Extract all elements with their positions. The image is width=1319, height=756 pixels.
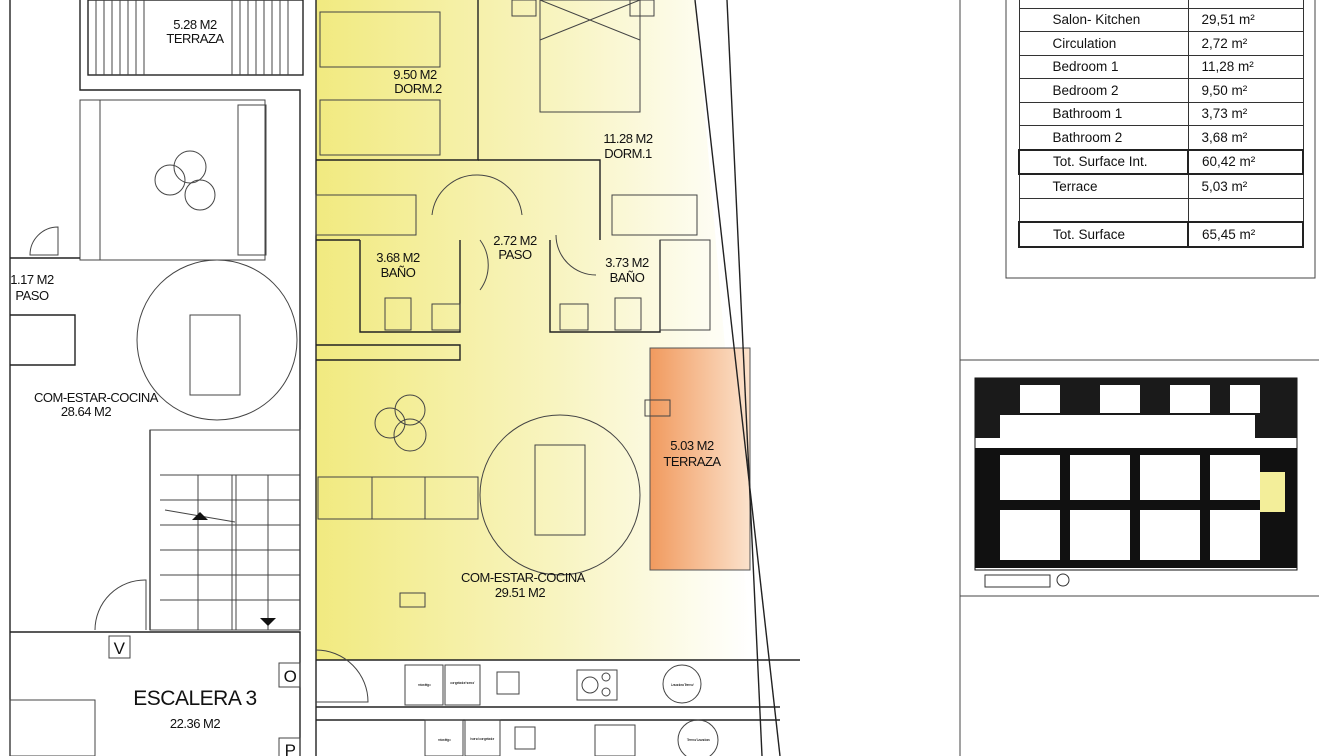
row-value: 11,28 m² <box>1187 54 1304 79</box>
key-plan-thumbnail <box>974 377 1298 588</box>
row-value: 9,50 m² <box>1187 78 1304 103</box>
row-value: 65,45 m² <box>1187 221 1304 248</box>
row-value: 2,72 m² <box>1187 31 1304 56</box>
dorm2-area: 9.50 M2 <box>393 67 437 82</box>
table-row <box>1018 0 1304 9</box>
freezer-oven-label: congelador horno/ <box>450 680 475 685</box>
table-row <box>1018 197 1304 223</box>
row-name: Bedroom 1 <box>1018 54 1189 79</box>
appliance-labels: microfrigo congelador horno/ Lavadora Te… <box>418 680 711 742</box>
com-main-name: COM-ESTAR-COCINA <box>461 570 586 585</box>
room-labels: 5.28 M2 TERRAZA 9.50 M2 DORM.2 11.28 M2 … <box>10 17 722 731</box>
row-value: 3,68 m² <box>1187 125 1304 150</box>
marker-v: V <box>114 639 126 658</box>
row-value <box>1187 197 1304 223</box>
terraza-top-area: 5.28 M2 <box>173 17 217 32</box>
escalera-area: 22.36 M2 <box>170 716 220 731</box>
com-main-area: 29.51 M2 <box>495 585 545 600</box>
terraza-right-area: 5.03 M2 <box>670 438 714 453</box>
escalera-name: ESCALERA 3 <box>133 687 256 710</box>
com-left-name: COM-ESTAR-COCINA <box>34 390 159 405</box>
bano2-name: BAÑO <box>381 265 416 280</box>
oven-freezer-label: horno/ congelador <box>470 736 495 741</box>
marker-o: O <box>284 667 297 686</box>
marker-p: P <box>285 741 296 756</box>
total-interior-row: Tot. Surface Int.60,42 m² <box>1018 148 1304 175</box>
dorm2-name: DORM.2 <box>394 81 442 96</box>
terrace-fill <box>649 347 751 571</box>
dryer-label: Termo/ Lavadora <box>687 737 711 742</box>
row-value: 5,03 m² <box>1187 173 1304 199</box>
row-name: Bathroom 2 <box>1018 125 1189 150</box>
terraza-top-name: TERRAZA <box>166 31 224 46</box>
paso-left-name: PASO <box>15 288 49 303</box>
terraza-right-name: TERRAZA <box>663 454 721 469</box>
row-name: Bedroom 2 <box>1018 78 1189 103</box>
paso-area: 2.72 M2 <box>493 233 537 248</box>
paso-left-area: 1.17 M2 <box>10 272 54 287</box>
row-value: 3,73 m² <box>1187 101 1304 126</box>
washer-label: Lavadora Termo/ <box>671 682 695 687</box>
dorm1-name: DORM.1 <box>604 146 652 161</box>
main-unit-walls <box>315 0 800 756</box>
row-name <box>1018 0 1189 9</box>
row-name: Terrace <box>1018 173 1189 199</box>
microwave-label-2: microfrigo <box>438 737 452 742</box>
markers: V O P <box>108 635 301 756</box>
dorm1-area: 11.28 M2 <box>603 131 653 146</box>
row-name: Tot. Surface Int. <box>1018 148 1189 175</box>
row-name: Salon- Kitchen <box>1018 7 1189 32</box>
paso-name: PASO <box>498 247 532 262</box>
row-value: 29,51 m² <box>1187 7 1304 32</box>
row-name <box>1018 197 1189 223</box>
bano1-area: 3.73 M2 <box>605 255 649 270</box>
com-left-area: 28.64 M2 <box>61 404 111 419</box>
row-value <box>1187 0 1304 9</box>
row-name: Bathroom 1 <box>1018 101 1189 126</box>
bano2-area: 3.68 M2 <box>376 250 420 265</box>
row-name: Tot. Surface <box>1018 221 1189 248</box>
row-value: 60,42 m² <box>1187 148 1304 175</box>
bano1-name: BAÑO <box>610 270 645 285</box>
microwave-label: microfrigo <box>418 682 432 687</box>
left-unit-walls <box>9 0 304 756</box>
row-name: Circulation <box>1018 31 1189 56</box>
sheet-frame <box>959 0 1319 756</box>
